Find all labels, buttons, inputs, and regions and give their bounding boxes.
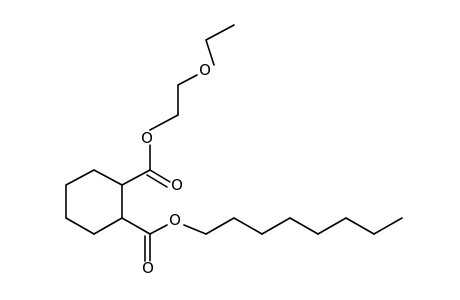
oxygen-label: O	[169, 211, 181, 229]
atom-label-o4: O	[168, 211, 182, 229]
ring-to-carbonyl-bond	[121, 217, 151, 235]
chain-bond	[317, 217, 347, 235]
ring-bond	[93, 217, 123, 235]
chain-bond	[233, 217, 263, 235]
upper-ester-group	[121, 114, 179, 188]
chain-bond	[177, 74, 198, 86]
oxygen-label: O	[171, 176, 183, 194]
octyl-chain	[205, 217, 403, 235]
ester-single-bond	[149, 224, 168, 235]
ring-bond	[65, 169, 95, 186]
atom-label-o2: O	[170, 176, 184, 194]
oxygen-label: O	[142, 259, 154, 277]
ester-alkyl-bond	[183, 224, 207, 235]
ethoxyethyl-chain	[177, 24, 235, 116]
cyclohexane-ring	[65, 169, 123, 235]
chain-bond	[205, 24, 235, 41]
atom-label-o5: O	[141, 259, 155, 277]
ring-bond	[93, 169, 123, 186]
ester-alkyl-bond	[149, 114, 179, 131]
chain-bond	[289, 217, 319, 235]
oxygen-label: O	[199, 61, 211, 79]
chain-bond	[345, 217, 375, 235]
ring-to-carbonyl-bond	[121, 169, 151, 186]
carbonyl-double-bond	[149, 169, 171, 183]
chain-bond	[261, 217, 291, 235]
lower-ester-group	[121, 217, 207, 265]
atom-label-o1: O	[140, 129, 154, 147]
atom-label-o3: O	[198, 61, 212, 79]
chain-bond	[373, 217, 403, 235]
ring-bond	[65, 217, 95, 235]
oxygen-label: O	[141, 129, 153, 147]
carbonyl-double-bond	[146, 174, 168, 188]
chain-bond	[205, 39, 215, 66]
chain-bond	[205, 217, 235, 235]
